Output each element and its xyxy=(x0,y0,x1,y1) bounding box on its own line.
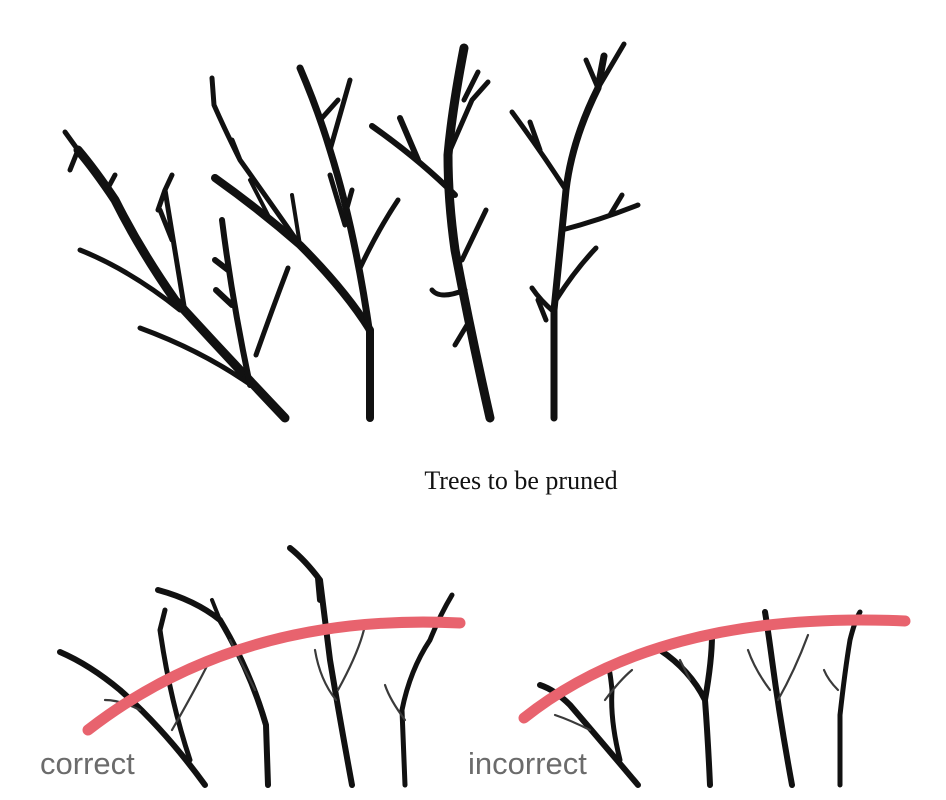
correct-label: correct xyxy=(40,746,135,781)
incorrect-label: incorrect xyxy=(468,746,587,781)
tree-3 xyxy=(369,43,495,423)
tree-2 xyxy=(209,64,401,422)
tree-1 xyxy=(62,129,291,423)
caption: Trees to be pruned xyxy=(424,466,618,495)
correct-trees xyxy=(57,545,455,788)
incorrect-pruning-line xyxy=(518,614,911,724)
correct-pruning-line xyxy=(82,616,466,736)
tree-4 xyxy=(509,41,641,422)
